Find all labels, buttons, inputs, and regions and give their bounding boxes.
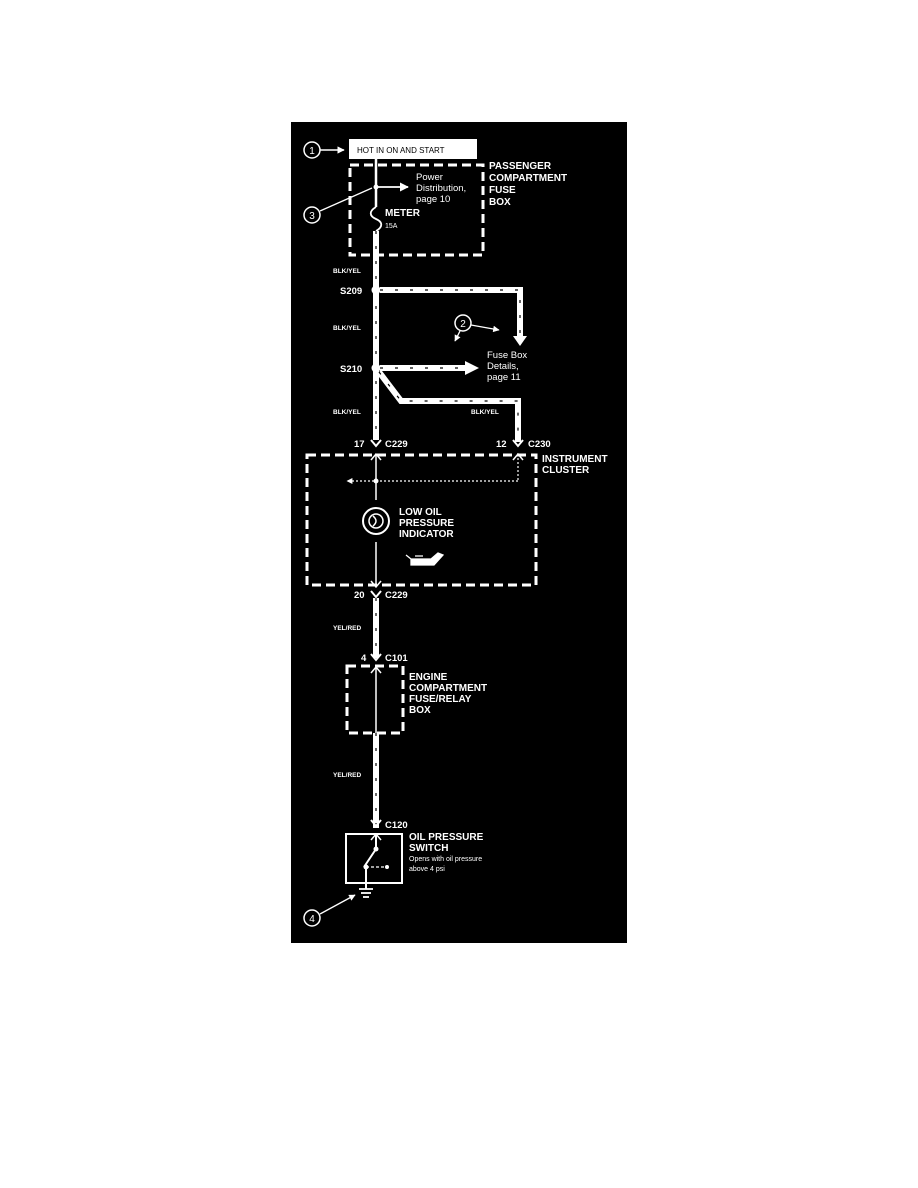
svg-text:4: 4: [309, 914, 315, 925]
c101-pin: 4: [361, 653, 367, 664]
wire-label-yel-red-2: YEL/RED: [333, 772, 361, 779]
engine-compartment-title: ENGINE COMPARTMENT FUSE/RELAY BOX: [409, 672, 487, 716]
svg-text:BOX: BOX: [409, 705, 431, 716]
svg-text:above 4 psi: above 4 psi: [409, 866, 445, 873]
svg-text:Fuse Box: Fuse Box: [487, 350, 527, 361]
header-text: HOT IN ON AND START: [357, 146, 445, 155]
oil-pressure-switch-box: [345, 833, 403, 884]
cluster-bus-node: [373, 478, 379, 484]
c230-pin: 12: [496, 439, 507, 450]
cluster-exit-arrow: [370, 580, 382, 589]
ground-symbol: [359, 888, 373, 898]
wire-label-yel-red-1: YEL/RED: [333, 625, 361, 632]
svg-text:Distribution,: Distribution,: [416, 183, 466, 194]
splice-s209-node: [371, 285, 381, 295]
meter-fuse-rating: 15A: [385, 223, 398, 230]
svg-text:COMPARTMENT: COMPARTMENT: [409, 683, 487, 694]
c229-bottom-name: C229: [385, 590, 408, 601]
c230-name: C230: [528, 439, 551, 450]
svg-text:Power: Power: [416, 172, 443, 183]
header-box: [349, 139, 477, 159]
callout-2: 2: [454, 314, 472, 332]
svg-text:INDICATOR: INDICATOR: [399, 529, 454, 540]
callout-4: 4: [303, 909, 321, 927]
passenger-fuse-box-title: PASSENGER COMPARTMENT FUSE BOX: [489, 161, 567, 208]
oil-pressure-switch-title: OIL PRESSURE SWITCH: [409, 832, 484, 854]
c229-bottom-connector: [370, 590, 382, 599]
svg-text:Details,: Details,: [487, 361, 519, 372]
wire-label-blk-yel-2: BLK/YEL: [333, 325, 361, 332]
svg-text:INSTRUMENT: INSTRUMENT: [542, 454, 608, 465]
svg-text:1: 1: [309, 146, 315, 157]
switch-contact-point: [373, 846, 379, 852]
svg-text:PASSENGER: PASSENGER: [489, 161, 552, 172]
svg-text:ENGINE: ENGINE: [409, 672, 448, 683]
meter-fuse-label: METER: [385, 208, 421, 219]
c229-top-connector: [370, 439, 382, 448]
low-oil-pressure-indicator-label: LOW OIL PRESSURE INDICATOR: [399, 507, 454, 540]
instrument-cluster-title: INSTRUMENT CLUSTER: [542, 454, 608, 476]
switch-contact-arm: [363, 848, 377, 868]
wire-label-blk-yel-4: BLK/YEL: [471, 409, 499, 416]
svg-text:page 10: page 10: [416, 194, 450, 205]
callout-3: 3: [303, 206, 321, 224]
fuse-box-details-reference: Fuse Box Details, page 11: [487, 350, 527, 383]
s209-branch-arrow: [513, 336, 527, 346]
svg-text:2: 2: [460, 319, 466, 330]
power-distribution-reference: Power Distribution, page 10: [416, 172, 466, 205]
svg-text:OIL PRESSURE: OIL PRESSURE: [409, 832, 484, 843]
svg-text:Opens with oil pressure: Opens with oil pressure: [409, 856, 482, 863]
splice-s210-label: S210: [340, 364, 362, 375]
callout-3-leader: [319, 187, 373, 212]
c120-connector: [370, 819, 382, 828]
svg-text:CLUSTER: CLUSTER: [542, 465, 590, 476]
oil-can-icon: [405, 552, 445, 566]
s210-arrow-head: [465, 361, 479, 375]
meter-fuse-symbol: [369, 206, 383, 232]
instrument-cluster-outline: [305, 453, 538, 587]
svg-text:3: 3: [309, 211, 315, 222]
svg-text:PRESSURE: PRESSURE: [399, 518, 454, 529]
svg-text:SWITCH: SWITCH: [409, 843, 448, 854]
oil-pressure-switch-note: Opens with oil pressure above 4 psi: [409, 856, 482, 873]
c229-bottom-pin: 20: [354, 590, 365, 601]
svg-text:FUSE/RELAY: FUSE/RELAY: [409, 694, 472, 705]
c229-top-name: C229: [385, 439, 408, 450]
splice-s210-node: [371, 363, 381, 373]
svg-text:page 11: page 11: [487, 372, 521, 383]
indicator-bulb-inner: [368, 513, 384, 529]
diagram-background: [291, 122, 627, 943]
svg-text:BOX: BOX: [489, 197, 511, 208]
callout-4-arrow: [319, 894, 356, 915]
engine-box-outline: [345, 664, 405, 735]
indicator-bulb-outer: [362, 507, 390, 535]
callout-2-arrow-right: [470, 324, 500, 333]
wiring-diagram: 1 HOT IN ON AND START PASSENGER COMPARTM…: [291, 122, 627, 943]
s209-branch-stripe: [380, 289, 521, 338]
svg-text:LOW OIL: LOW OIL: [399, 507, 442, 518]
wire-label-blk-yel-3: BLK/YEL: [333, 409, 361, 416]
splice-s209-label: S209: [340, 286, 362, 297]
s210-to-c230-wire: [376, 370, 521, 442]
indicator-bulb-filament: [372, 515, 377, 527]
c101-name: C101: [385, 653, 408, 664]
passenger-fuse-box-outline: [348, 163, 485, 257]
c230-connector: [512, 439, 524, 448]
c229-top-pin: 17: [354, 439, 365, 450]
svg-text:COMPARTMENT: COMPARTMENT: [489, 173, 567, 184]
callout-2-arrow-down: [454, 330, 461, 342]
wire-label-blk-yel-1: BLK/YEL: [333, 268, 361, 275]
switch-pressure-node: [385, 865, 389, 869]
svg-text:FUSE: FUSE: [489, 185, 516, 196]
c120-name: C120: [385, 820, 408, 831]
c101-connector: [370, 653, 382, 662]
